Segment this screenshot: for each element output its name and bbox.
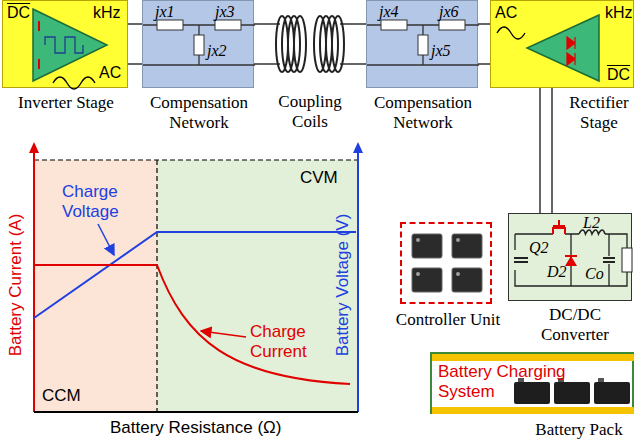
chart-label: Battery Current (A): [6, 214, 26, 357]
cvm-region: [157, 160, 358, 412]
wire: [128, 23, 142, 25]
component-label: Co: [585, 264, 604, 283]
component-label: kHz: [605, 3, 633, 22]
component-label: DC: [607, 65, 630, 84]
component-label: AC: [495, 3, 517, 22]
component-label: Battery Charging System: [438, 362, 588, 402]
component-label: jx4: [379, 2, 399, 21]
axis-arrow: [29, 142, 39, 153]
chart-label: Charge Current: [250, 322, 316, 362]
wire: [539, 88, 541, 213]
wire-pair: [540, 88, 552, 213]
component-label: jx1: [155, 2, 175, 21]
wire: [128, 63, 142, 65]
caption: Rectifier Stage: [563, 93, 635, 133]
node-figure: [402, 224, 492, 304]
leader-line: [98, 224, 114, 255]
leader-line: [201, 331, 246, 337]
chart-label: Battery Resistance (Ω): [110, 418, 281, 438]
voltage-axis: [357, 150, 359, 412]
battery-pack: Battery Charging SystemBattery Pack: [430, 352, 634, 414]
wire-pair: [128, 24, 142, 64]
wire: [551, 88, 553, 213]
ccm-region: [34, 160, 157, 412]
component-label: Q2: [529, 238, 549, 257]
rectifier-box: ACkHzDCRectifier Stage: [490, 0, 634, 88]
chart-label: Charge Voltage: [62, 182, 132, 222]
wire-pair: [254, 24, 266, 64]
caption: Compensation Network: [361, 93, 485, 133]
component-label: kHz: [93, 3, 121, 22]
region-divider: [34, 160, 358, 412]
axis-arrow: [353, 142, 363, 153]
component-label: AC: [99, 63, 121, 82]
node-figure: [266, 10, 354, 78]
compensation-box: jx1jx2jx3Compensation Network: [142, 0, 254, 88]
wire: [478, 63, 490, 65]
chart-label: CVM: [300, 168, 338, 188]
wire: [354, 23, 366, 25]
caption: Battery Pack: [524, 420, 634, 440]
compensation-box: jx4jx5jx6Compensation Network: [366, 0, 478, 88]
component-label: jx5: [431, 41, 451, 60]
current-axis: [33, 150, 35, 412]
inverter-box: DCkHzACInverter Stage: [2, 0, 128, 88]
wire: [254, 63, 266, 65]
component-label: DC: [7, 3, 30, 22]
coupling-coils: Coupling Coils: [266, 10, 354, 78]
caption: Controller Unit: [393, 310, 503, 330]
caption: Compensation Network: [137, 93, 261, 133]
chart-label: Battery Voltage (V): [333, 214, 353, 357]
component-label: jx3: [215, 2, 235, 21]
resistance-axis: [34, 411, 358, 413]
wire-pair: [354, 24, 366, 64]
caption: Coupling Coils: [270, 92, 350, 132]
current-curve: [34, 265, 350, 384]
caption: DC/DC Converter: [525, 305, 625, 345]
component-label: D2: [547, 262, 567, 281]
component-label: jx6: [439, 2, 459, 21]
wire-pair: [478, 24, 490, 64]
node-figure: [509, 214, 631, 300]
component-label: L2: [583, 213, 600, 232]
controller-box: Controller Unit: [400, 222, 492, 304]
component-label: jx2: [207, 41, 227, 60]
chart-label: CCM: [42, 386, 81, 406]
voltage-curve: [34, 232, 356, 318]
dcdc-box: Q2D2L2CoDC/DC Converter: [508, 213, 632, 301]
wire: [354, 63, 366, 65]
wire: [254, 23, 266, 25]
caption: Inverter Stage: [0, 93, 139, 113]
wire: [478, 23, 490, 25]
